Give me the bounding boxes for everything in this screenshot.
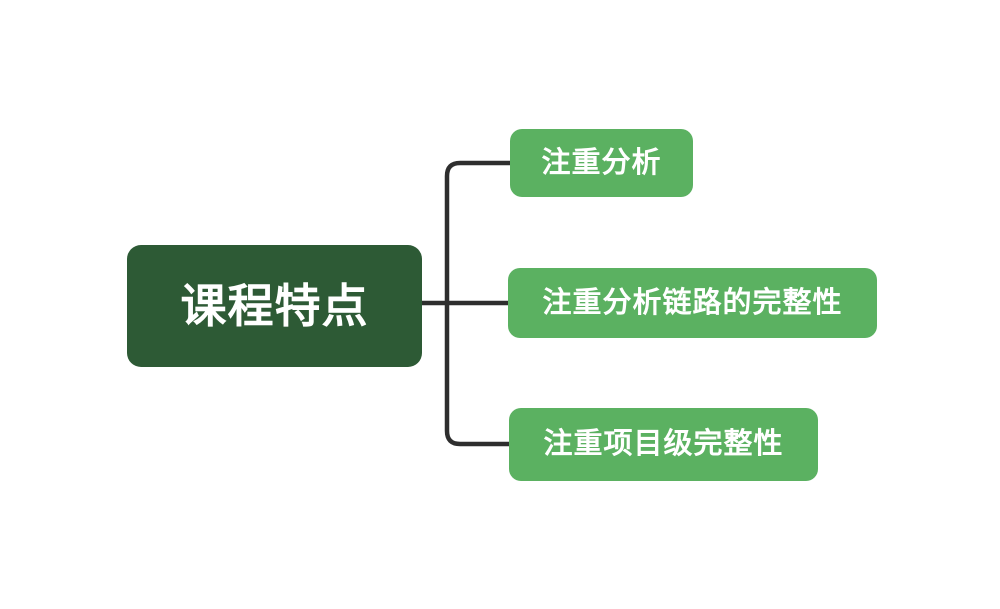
connector-bottom-branch [444, 303, 512, 447]
child-node-label: 注重项目级完整性 [543, 428, 784, 460]
mindmap-node-child-2[interactable]: 注重分析链路的完整性 [508, 268, 877, 338]
mindmap-node-child-3[interactable]: 注重项目级完整性 [509, 408, 818, 481]
child-node-label: 注重分析 [541, 146, 662, 179]
child-node-label: 注重分析链路的完整性 [542, 286, 843, 319]
mindmap-node-child-1[interactable]: 注重分析 [510, 129, 693, 197]
root-node-label: 课程特点 [180, 280, 369, 332]
mindmap-node-root[interactable]: 课程特点 [127, 245, 422, 367]
connector-top-branch [444, 160, 512, 303]
